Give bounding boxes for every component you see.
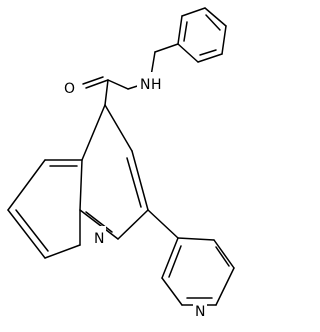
amide-linker	[82, 43, 179, 106]
oxygen-label: O	[64, 81, 75, 97]
quinoline-pyridine-ring	[79, 104, 149, 240]
amide-nitrogen-label: N	[140, 77, 150, 93]
quinoline-nitrogen-label: N	[94, 231, 104, 247]
quinoline-nitrogen-label-bg	[92, 226, 106, 246]
amide-hydrogen-label: H	[151, 77, 162, 93]
structure-diagram: N H O N N	[7, 7, 235, 320]
pyridine-nitrogen-label: N	[195, 304, 205, 320]
biaryl-bond	[147, 209, 179, 239]
pyridine-nitrogen-label-bg	[193, 299, 207, 319]
benzene-ring	[177, 7, 227, 63]
pyridine-ring	[161, 237, 235, 306]
quinoline-benzo-ring	[7, 159, 83, 259]
oxygen-label-bg	[61, 76, 77, 96]
amide-nh-label-bg	[137, 72, 163, 92]
